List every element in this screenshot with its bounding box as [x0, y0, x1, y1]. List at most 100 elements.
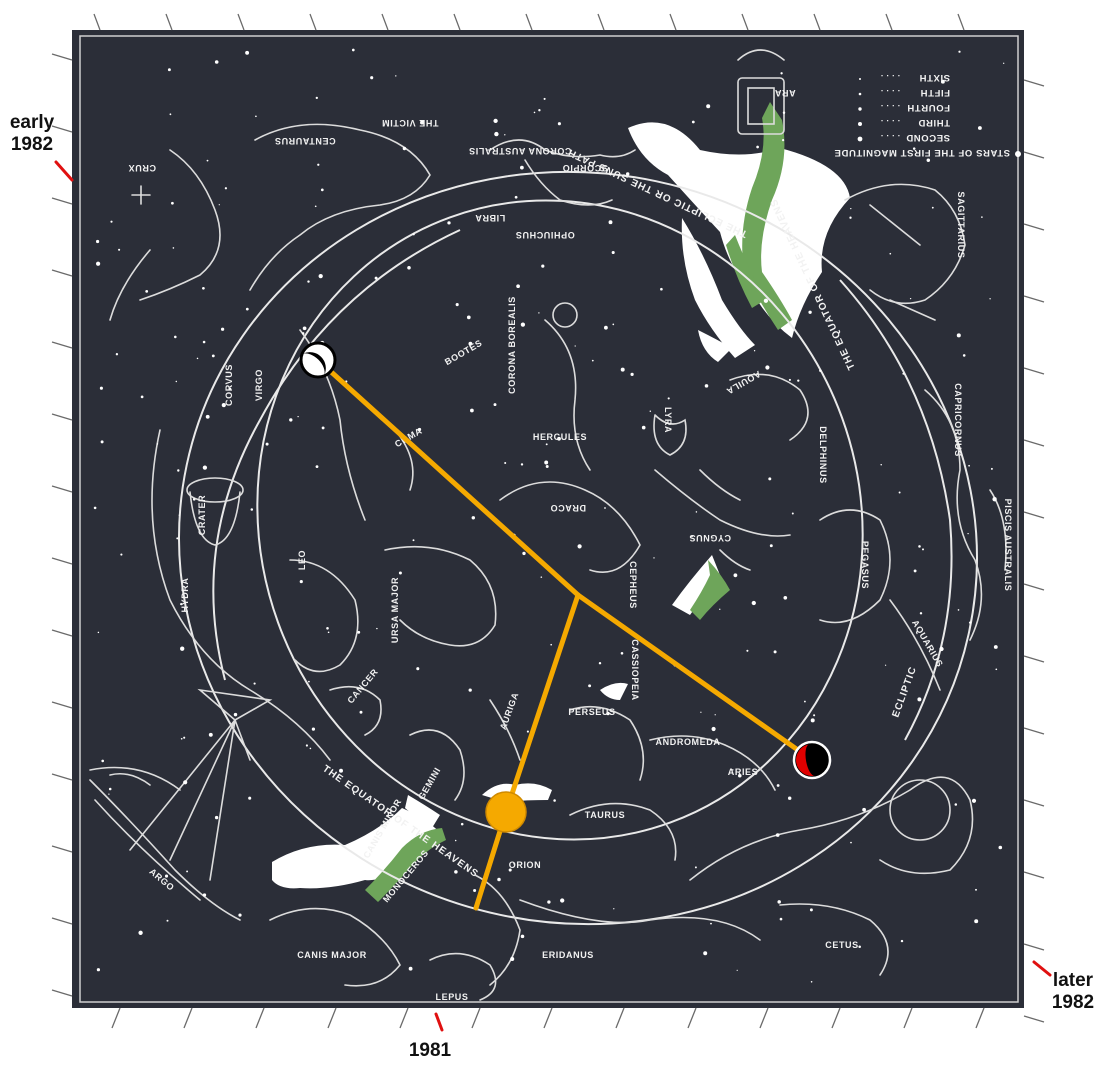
star-dot — [695, 511, 698, 513]
star-dot — [180, 602, 183, 606]
magnitude-legend: STARS OF THE FIRST MAGNITUDE SECOND THIR… — [834, 72, 1021, 158]
star-dot — [773, 650, 777, 654]
star-dot — [326, 627, 329, 630]
star-dot — [174, 335, 177, 339]
star-dot — [460, 822, 464, 826]
star-dot — [780, 72, 783, 75]
star-dot — [604, 507, 606, 509]
label-1981-text: 1981 — [408, 1040, 452, 1061]
star-dot — [206, 159, 209, 162]
star-dot — [318, 273, 323, 279]
star-dot — [958, 50, 961, 53]
star-dot — [612, 323, 615, 326]
star-dot — [533, 111, 536, 114]
star-dot — [822, 175, 824, 177]
star-dot — [858, 945, 861, 948]
star-dot — [172, 247, 175, 249]
star-dot — [808, 310, 812, 314]
star-dot — [909, 297, 912, 300]
star-dot — [620, 367, 625, 372]
star-dot — [220, 327, 225, 331]
star-dot — [307, 280, 310, 283]
star-dot — [902, 372, 905, 375]
star-dot — [302, 326, 307, 331]
star-dot — [93, 506, 97, 510]
star-dot — [783, 595, 788, 600]
label-early-1982: early 1982 — [4, 112, 60, 156]
label-early-line2: 1982 — [10, 134, 54, 155]
star-dot — [940, 79, 945, 84]
star-field — [93, 48, 1005, 983]
star-dot — [166, 919, 169, 922]
border-tick — [543, 1007, 553, 1029]
star-dot — [417, 427, 422, 432]
star-dot — [327, 631, 330, 634]
star-dot — [416, 667, 420, 671]
star-dot — [315, 96, 318, 100]
constellation-label-hercules: HERCULES — [533, 432, 587, 442]
star-dot — [95, 261, 101, 266]
star-dot — [379, 826, 384, 832]
label-1981: 1981 — [404, 1040, 456, 1062]
border-tick — [1023, 727, 1045, 735]
star-dot — [653, 557, 655, 559]
star-dot — [931, 206, 934, 209]
star-dot — [156, 443, 159, 445]
constellation-label-hydra: HYDRA — [180, 577, 190, 612]
star-dot — [990, 467, 993, 470]
star-dot — [315, 465, 319, 469]
star-dot — [611, 250, 615, 255]
border-tick — [327, 1007, 337, 1029]
star-dot — [544, 460, 549, 465]
star-dot — [660, 287, 663, 291]
star-dot — [779, 917, 783, 921]
star-dot — [97, 631, 100, 634]
star-dot — [176, 537, 179, 540]
star-dot — [710, 207, 712, 210]
border-tick — [975, 1007, 985, 1029]
border-tick — [1023, 583, 1045, 591]
star-dot — [968, 621, 972, 624]
border-tick — [255, 1007, 265, 1029]
border-tick — [453, 13, 461, 31]
border-tick — [759, 1007, 769, 1029]
star-dot — [245, 307, 249, 311]
border-tick — [51, 53, 73, 61]
star-dot — [751, 600, 756, 606]
star-dot — [913, 569, 917, 573]
star-dot — [297, 415, 299, 418]
star-dot — [520, 934, 525, 939]
star-dot — [214, 815, 219, 820]
star-dot — [917, 697, 922, 702]
star-dot — [788, 378, 791, 381]
star-dot — [694, 866, 697, 869]
star-dot — [722, 173, 727, 178]
border-tick — [51, 557, 73, 565]
star-dot — [202, 286, 205, 290]
star-dot — [541, 264, 545, 268]
star-dot — [765, 365, 770, 370]
star-dot — [308, 680, 310, 683]
orbit-lines — [315, 357, 815, 911]
border-tick — [51, 485, 73, 493]
star-dot — [769, 544, 773, 548]
star-dot — [96, 239, 100, 244]
border-tick — [1023, 655, 1045, 663]
star-dot — [508, 868, 512, 872]
star-dot — [746, 649, 749, 652]
star-dot — [202, 340, 206, 344]
star-dot — [317, 163, 320, 166]
border-tick — [1023, 943, 1045, 951]
star-dot — [180, 737, 183, 740]
border-tick — [1023, 799, 1045, 807]
svg-text:. . . .: . . . . — [880, 103, 900, 112]
border-tick — [1023, 1015, 1045, 1023]
star-dot — [553, 799, 556, 802]
star-dot — [208, 732, 213, 737]
star-dot — [493, 118, 498, 124]
star-dot — [791, 512, 794, 515]
star-dot — [691, 120, 695, 124]
star-dot — [703, 951, 708, 956]
line-white-moon-to-junction — [315, 357, 581, 598]
constellation-label-eridanus: ERIDANUS — [542, 950, 594, 960]
